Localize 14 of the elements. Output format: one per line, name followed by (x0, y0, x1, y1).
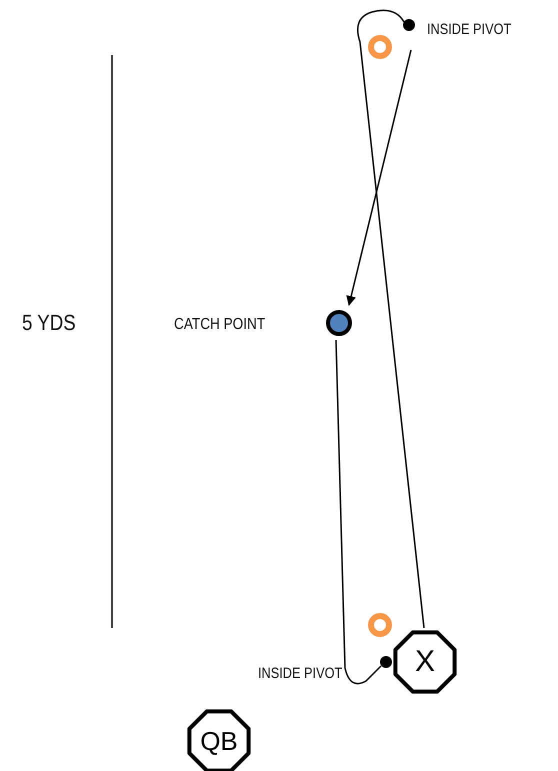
route-arrow (346, 50, 412, 306)
catch-point-circle (324, 308, 354, 338)
player-label: X (414, 647, 436, 677)
pivot-label: INSIDE PIVOT (427, 20, 512, 38)
pivot-dot (400, 16, 418, 34)
cone (365, 610, 395, 640)
player-label: QB (199, 728, 239, 754)
route-line (335, 340, 382, 684)
pivot-label: INSIDE PIVOT (258, 664, 342, 682)
pivot-dot (377, 653, 395, 671)
catch-point-label: CATCH POINT (174, 316, 266, 334)
cone (365, 32, 395, 62)
distance-label: 5 YDS (22, 310, 76, 336)
route-line (357, 10, 425, 628)
